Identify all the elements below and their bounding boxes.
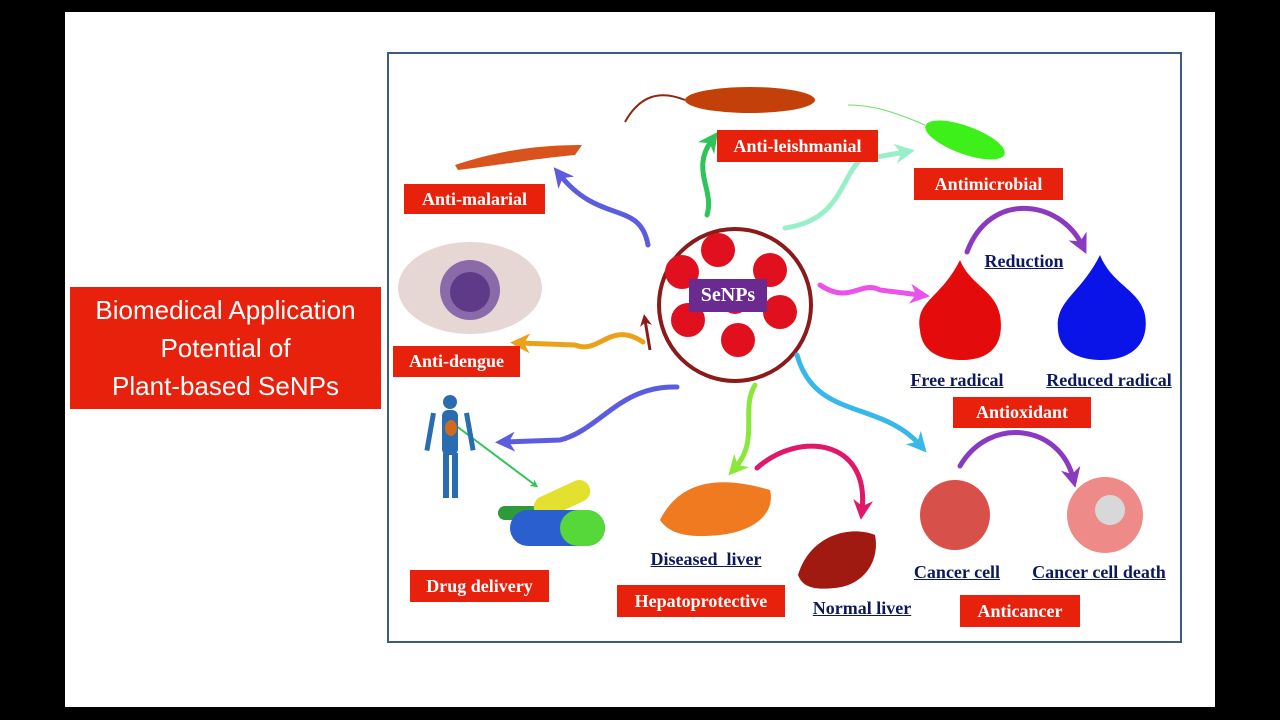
caption-free-radical: Free radical <box>910 370 1004 390</box>
human-body-illustration <box>424 395 476 498</box>
label-antioxidant: Antioxidant <box>953 397 1091 428</box>
normal-liver-illustration <box>798 531 876 589</box>
cycle-ring <box>657 227 813 383</box>
label-anti-leishmanial: Anti-leishmanial <box>717 130 878 162</box>
label-anticancer: Anticancer <box>960 595 1080 627</box>
leishmania-illustration <box>624 87 815 123</box>
label-anti-malarial: Anti-malarial <box>404 184 545 214</box>
plasmodium-illustration <box>455 145 582 170</box>
arrow-anticancer <box>794 352 927 453</box>
arrows <box>454 131 1087 520</box>
arrow-antimicrobial <box>782 143 915 231</box>
free-radical-flame-icon <box>919 260 1001 360</box>
slide-title: Biomedical Application Potential of Plan… <box>70 287 381 409</box>
pills-illustration <box>498 479 605 546</box>
caption-cancer-cell: Cancer cell <box>913 562 1001 582</box>
arrow-hepatoprotective <box>728 382 758 476</box>
title-line-2: Potential of <box>160 333 291 363</box>
title-line-3: Plant-based SeNPs <box>112 371 339 401</box>
arrow-reduction <box>964 205 1087 255</box>
label-hepatoprotective: Hepatoprotective <box>617 585 785 617</box>
arrow-anti-malarial <box>553 167 651 248</box>
caption-cancer-cell-death: Cancer cell death <box>1032 562 1166 582</box>
reduced-radical-flame-icon <box>1057 255 1146 360</box>
arrow-body-to-pills <box>454 424 539 488</box>
arrow-antioxidant <box>817 282 930 304</box>
diagram-frame <box>387 52 1182 643</box>
caption-diseased-liver: Diseased liver <box>650 549 762 569</box>
dying-cancer-cell-illustration <box>1067 477 1143 553</box>
senps-label: SeNPs <box>689 279 767 312</box>
caption-normal-liver: Normal liver <box>812 598 912 618</box>
label-antimicrobial: Antimicrobial <box>914 168 1063 200</box>
bacterium-illustration <box>847 104 1005 160</box>
diseased-liver-illustration <box>660 482 771 537</box>
arrow-cancer-death <box>957 430 1081 488</box>
arrow-anti-dengue <box>510 332 646 354</box>
cycle-arrow <box>640 314 652 351</box>
arrow-drug-delivery <box>495 384 680 452</box>
arrow-anti-leishmanial <box>698 131 718 218</box>
arrow-liver-recovery <box>754 443 874 520</box>
caption-reduction: Reduction <box>984 251 1064 271</box>
label-anti-dengue: Anti-dengue <box>393 346 520 377</box>
caption-reduced-radical: Reduced radical <box>1046 370 1172 390</box>
title-line-1: Biomedical Application <box>95 295 356 325</box>
label-drug-delivery: Drug delivery <box>410 570 549 602</box>
blood-smear-illustration <box>398 242 542 334</box>
cancer-cell-illustration <box>920 480 990 550</box>
